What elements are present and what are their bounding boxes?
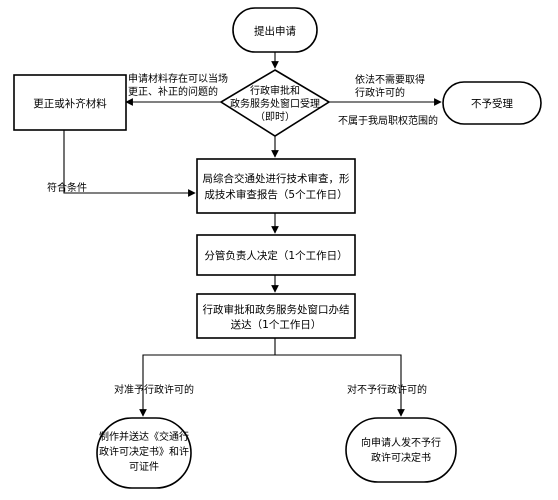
edge-label-correct-line-1: 申请材料存在可以当场 — [128, 72, 228, 85]
deny-label-line-1: 向申请人发不予行 — [361, 436, 441, 449]
grant-label-line-3: 可证件 — [129, 461, 159, 473]
decision-shape — [219, 69, 331, 137]
correct-materials-shape — [13, 74, 127, 131]
deny-node: 向申请人发不予行 政许可决定书 — [345, 417, 457, 483]
deny-shape — [345, 417, 457, 483]
conclude-node: 行政审批和政务服务处窗口办结 送达（1个工作日） — [196, 293, 356, 339]
leader-decision-label: 分管负责人决定（1个工作日） — [204, 249, 347, 262]
decision-node: 行政审批和 政务服务处窗口受理 （即时） — [219, 69, 331, 137]
edge-label-grant: 对准予行政许可的 — [114, 383, 194, 396]
reject-shape — [442, 81, 542, 125]
start-label: 提出申请 — [254, 25, 296, 38]
correct-materials-label: 更正或补齐材料 — [33, 97, 107, 110]
grant-node: 制作并送达《交通行 政许可决定书》和许 可证件 — [96, 417, 192, 489]
grant-label-line-1: 制作并送达《交通行 — [99, 430, 189, 443]
correct-materials-node: 更正或补齐材料 — [13, 74, 127, 131]
review-node: 局综合交通处进行技术审查，形 成技术审查报告（5个工作日） — [196, 158, 356, 214]
edge-label-correct-line-2: 更正、补正的问题的 — [128, 85, 218, 98]
decision-label-line-1: 行政审批和 — [250, 84, 300, 97]
decision-label-line-2: 政务服务处窗口受理 — [230, 97, 320, 110]
edge-label-out-of-scope: 不属于我局职权范围的 — [338, 114, 438, 127]
edge-labels: 申请材料存在可以当场 更正、补正的问题的 依法不需要取得 行政许可的 不属于我局… — [47, 72, 438, 396]
edge-correct-to-review — [63, 130, 196, 197]
edge-label-reject-line-2: 行政许可的 — [355, 86, 405, 99]
grant-label-line-2: 政许可决定书》和许 — [99, 445, 189, 458]
edge-label-deny: 对不予行政许可的 — [347, 383, 427, 396]
edge-conclude-to-grant — [139, 338, 276, 417]
edge-label-reject-line-1: 依法不需要取得 — [355, 73, 425, 86]
start-shape — [232, 7, 318, 53]
edge-label-meets-conditions: 符合条件 — [47, 181, 87, 194]
review-label-line-1: 局综合交通处进行技术审查，形 — [203, 172, 350, 185]
reject-label: 不予受理 — [471, 98, 513, 110]
review-label-line-2: 成技术审查报告（5个工作日） — [204, 188, 347, 201]
conclude-shape — [196, 293, 356, 339]
start-node: 提出申请 — [232, 7, 318, 53]
edge-conclude-to-deny — [275, 354, 405, 417]
leader-decision-node: 分管负责人决定（1个工作日） — [196, 234, 356, 276]
deny-label-line-2: 政许可决定书 — [371, 451, 431, 464]
reject-node: 不予受理 — [442, 81, 542, 125]
review-shape — [196, 158, 356, 214]
leader-decision-shape — [196, 234, 356, 276]
conclude-label-line-1: 行政审批和政务服务处窗口办结 — [203, 303, 350, 316]
decision-label-line-3: （即时） — [255, 111, 295, 123]
conclude-label-line-2: 送达（1个工作日） — [231, 318, 322, 331]
edges — [63, 52, 442, 417]
grant-shape — [96, 417, 192, 489]
